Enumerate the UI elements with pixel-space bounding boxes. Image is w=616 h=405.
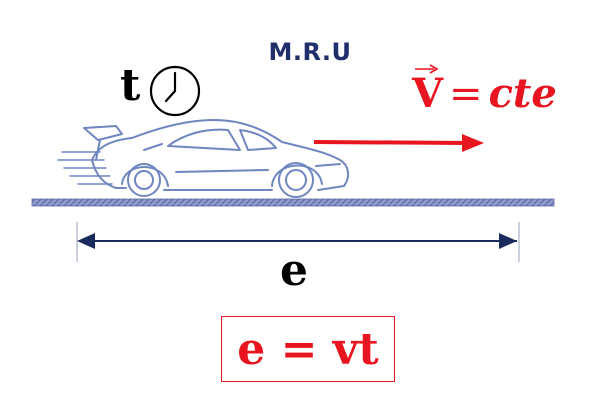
velocity-symbol-text: V	[412, 70, 444, 117]
road	[31, 198, 555, 207]
time-label: t	[120, 60, 141, 111]
formula-box: e = vt	[221, 316, 395, 382]
velocity-arrow-icon	[313, 134, 484, 152]
diagram-title: M.R.U	[268, 38, 352, 66]
velocity-vector-symbol: V	[412, 64, 444, 117]
velocity-expression: V =cte	[412, 64, 557, 117]
velocity-value: cte	[488, 70, 557, 117]
vector-arrow-icon	[415, 64, 438, 74]
car-icon	[57, 119, 350, 198]
formula-text: e = vt	[237, 323, 379, 375]
velocity-equals: =	[449, 71, 483, 117]
clock-icon	[149, 65, 201, 117]
distance-label: e	[280, 245, 308, 296]
